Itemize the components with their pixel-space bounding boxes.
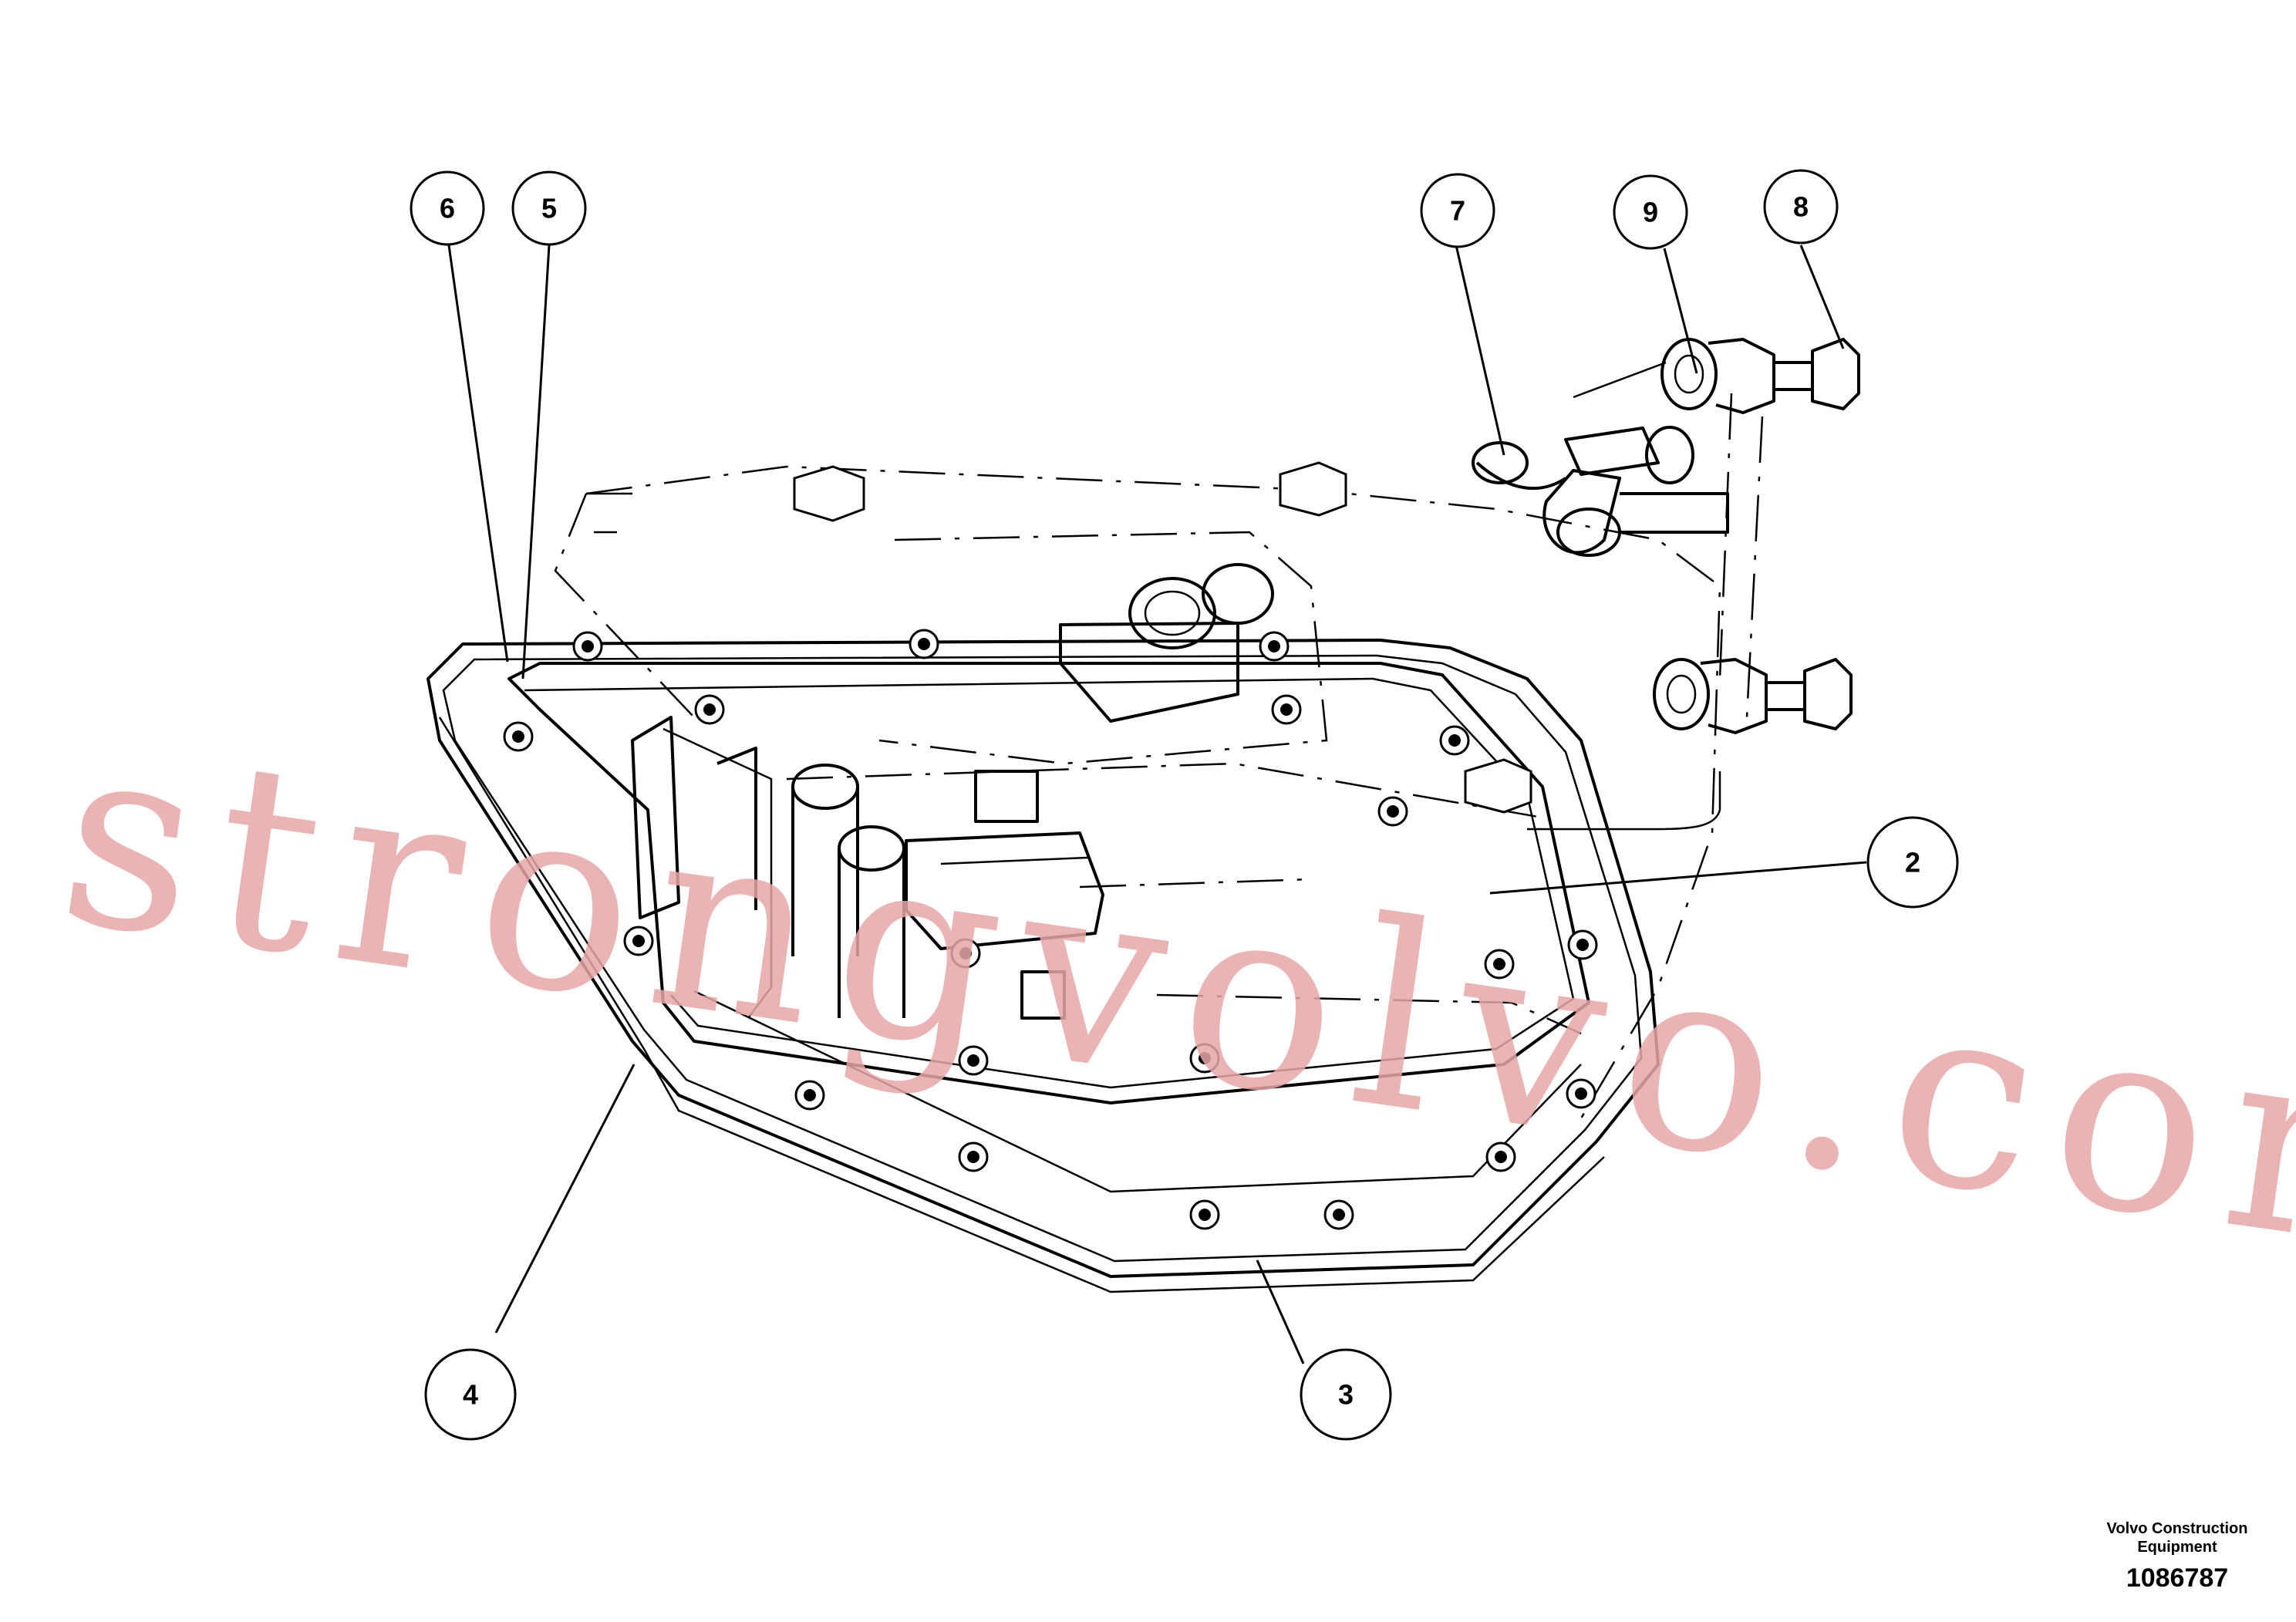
drawing-number: 1086787 — [2126, 1563, 2228, 1593]
phantom-bolts — [586, 461, 1532, 814]
svg-text:3: 3 — [1338, 1379, 1354, 1411]
company-line-2: Equipment — [2137, 1539, 2217, 1556]
callout-5: 5 — [511, 170, 587, 246]
caption-block: Volvo Construction Equipment 1086787 — [2107, 1520, 2248, 1593]
callout-7: 7 — [1420, 173, 1495, 248]
callout-2: 2 — [1866, 816, 1959, 909]
svg-text:9: 9 — [1643, 197, 1658, 228]
perimeter-nuts — [503, 629, 1598, 1230]
callout-3: 3 — [1300, 1348, 1392, 1441]
internal-components — [631, 563, 1274, 1020]
callouts: 6 5 7 9 8 2 4 3 — [410, 169, 1959, 1441]
callout-4: 4 — [424, 1348, 517, 1441]
svg-text:2: 2 — [1905, 847, 1920, 878]
svg-text:8: 8 — [1793, 191, 1809, 223]
svg-text:7: 7 — [1450, 195, 1465, 227]
inner-cover-plate — [507, 662, 1590, 1104]
callout-8: 8 — [1763, 169, 1839, 244]
fitting-hardware — [1472, 338, 1860, 831]
callout-6: 6 — [410, 170, 485, 246]
company-line-1: Volvo Construction — [2107, 1520, 2248, 1537]
callout-9: 9 — [1613, 174, 1688, 250]
housing-plate — [426, 639, 1660, 1293]
leader-lines — [447, 244, 1867, 1364]
svg-text:4: 4 — [463, 1379, 478, 1411]
watermark-text: strongvolvo.com — [46, 684, 2296, 1318]
svg-text:6: 6 — [440, 193, 455, 224]
svg-text:5: 5 — [541, 193, 557, 224]
